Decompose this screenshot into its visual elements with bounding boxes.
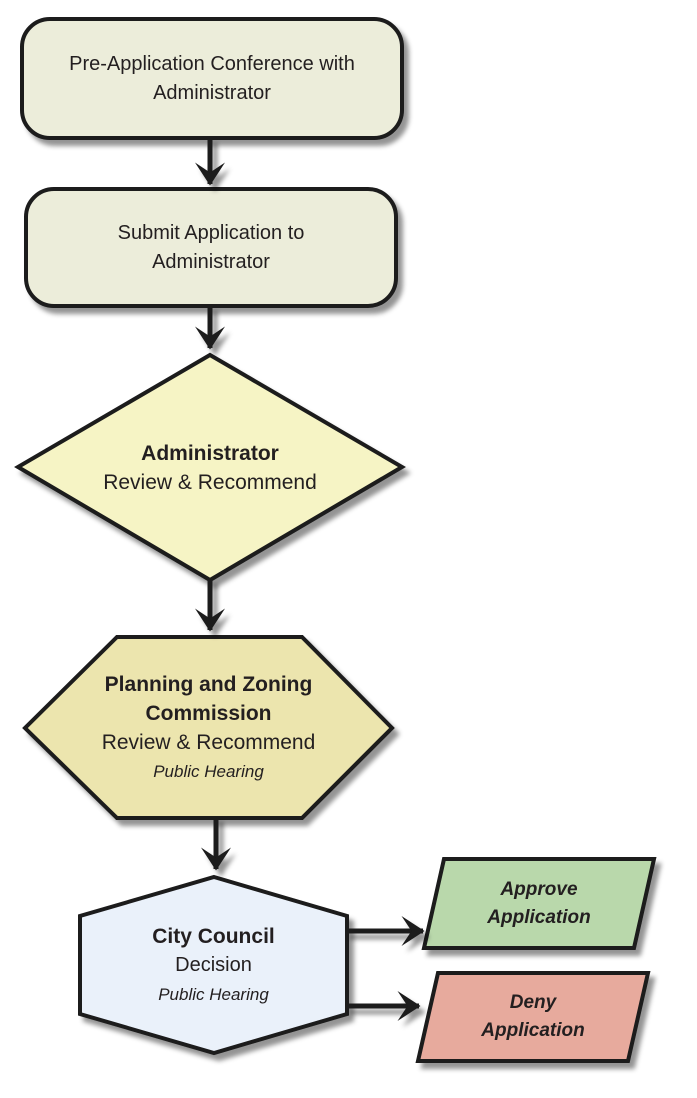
node-deny-application <box>415 971 651 1063</box>
node-administrator-review-diamond <box>14 352 406 583</box>
node-planning-zoning-hexagon <box>22 635 395 820</box>
node-submit-application <box>24 187 398 308</box>
node-city-council-hexagon <box>78 874 349 1056</box>
node-pre-application-conference <box>20 17 404 140</box>
node-approve-application <box>421 857 657 950</box>
